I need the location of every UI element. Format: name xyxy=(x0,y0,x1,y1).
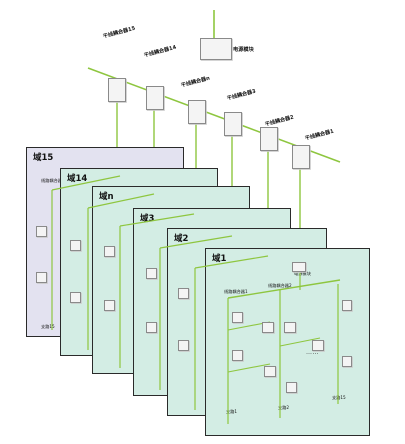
domain-n-device xyxy=(104,246,115,257)
domain-n-title: 域n xyxy=(99,192,114,202)
coupler-14-device xyxy=(146,86,164,110)
domain-1-branch-1-label: 支路1 xyxy=(226,409,238,414)
domain-1-device xyxy=(286,382,297,393)
power-module-device xyxy=(200,38,232,60)
domain-15-device xyxy=(36,226,47,237)
coupler-15-device xyxy=(108,78,126,102)
coupler-n-device xyxy=(188,100,206,124)
domain-1-coupler-2-label: 线路耦合器2 xyxy=(268,283,292,288)
domain-1-device xyxy=(264,366,276,377)
domain-1-device xyxy=(284,322,296,333)
domain-3-device xyxy=(146,268,157,279)
domain-15-coupler-label: 线路耦合器15 xyxy=(41,178,68,183)
domain-15-device xyxy=(36,272,47,283)
domain-1-branch-2-label: 支路2 xyxy=(278,405,290,410)
domain-1-power-label: 电源模块 xyxy=(294,271,311,276)
domain-1-branch-15-label: 支路15 xyxy=(332,395,346,400)
power-module-label: 电源模块 xyxy=(233,47,254,53)
domain-1-coupler-device xyxy=(292,262,306,272)
domain-1-device xyxy=(342,300,352,311)
domain-14-device xyxy=(70,292,81,303)
coupler-3-device xyxy=(224,112,242,136)
domain-15-branch-label: 支路15 xyxy=(41,324,55,329)
domain-3-title: 域3 xyxy=(140,214,155,224)
domain-1-device xyxy=(312,340,324,351)
domain-n-device xyxy=(104,300,115,311)
domain-2-title: 域2 xyxy=(174,234,189,244)
domain-2-device xyxy=(178,340,189,351)
domain-3-device xyxy=(146,322,157,333)
domain-14-title: 域14 xyxy=(67,174,88,184)
coupler-2-device xyxy=(260,127,278,151)
domain-14-device xyxy=(70,240,81,251)
domain-15-title: 域15 xyxy=(33,153,54,163)
domain-1-device xyxy=(232,312,243,323)
domain-1-panel: 域1 电源模块 线路耦合器1 线路耦合器2 支路1 支路2 支路15 …… xyxy=(205,248,370,436)
coupler-1-device xyxy=(292,145,310,169)
domain-1-device xyxy=(232,350,243,361)
domain-1-device xyxy=(262,322,274,333)
domain-1-ellipsis: …… xyxy=(306,349,319,356)
domain-1-coupler-1-label: 线路耦合器1 xyxy=(224,289,248,294)
domain-1-title: 域1 xyxy=(212,254,227,264)
domain-2-device xyxy=(178,288,189,299)
domain-1-device xyxy=(342,356,352,367)
